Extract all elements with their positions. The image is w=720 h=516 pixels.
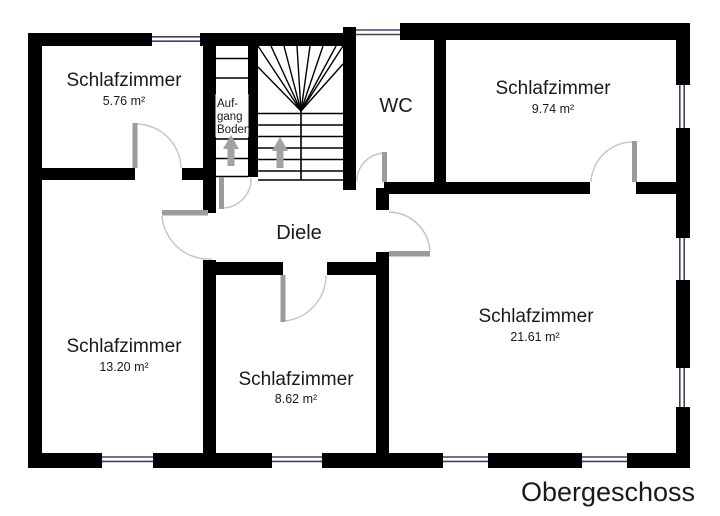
wall-hall-bottom-right	[327, 262, 389, 275]
room-area: 13.20 m²	[99, 360, 148, 374]
wall-wc-bedroom2	[434, 33, 446, 185]
wall-bedroom1-bottom-right	[182, 168, 203, 180]
wall-stair-wc	[343, 27, 356, 190]
room-labels: Schlafzimmer 5.76 m² Schlafzimmer 9.74 m…	[66, 70, 611, 406]
door-wc	[356, 152, 387, 182]
room-area: 5.76 m²	[103, 94, 145, 108]
door-swing-arc	[135, 123, 182, 169]
door-swing-arc	[283, 275, 327, 322]
door-bedroom3	[161, 210, 213, 260]
hallway-label: Diele	[276, 222, 322, 244]
wall-bedroom1-bottom-left	[42, 168, 135, 180]
window	[443, 453, 488, 468]
room-area: 8.62 m²	[275, 392, 317, 406]
door-leaf	[389, 251, 430, 257]
door-leaf	[382, 152, 387, 182]
room-label: Schlafzimmer	[238, 369, 354, 390]
door-leaf	[219, 177, 224, 209]
main-stair	[257, 45, 344, 181]
wall-outer-left	[28, 33, 42, 468]
door-swing-arc	[590, 141, 635, 183]
door-leaf	[162, 210, 208, 216]
window	[676, 85, 690, 128]
door-leaf	[132, 123, 138, 168]
room-area: 21.61 m²	[510, 330, 559, 344]
window	[582, 453, 627, 468]
doors	[132, 123, 637, 322]
stair-winder-fan	[257, 45, 344, 112]
room-label: Schlafzimmer	[495, 78, 611, 99]
wall-hall-bottom-left	[216, 262, 283, 275]
window	[152, 33, 200, 46]
wall-hall-top-right	[636, 182, 676, 194]
room-label: Schlafzimmer	[66, 70, 182, 91]
window	[676, 238, 690, 280]
door-stairs	[219, 177, 252, 209]
door-leaf	[280, 275, 286, 322]
floor-title: Obergeschoss	[521, 477, 695, 507]
door-bedroom4	[280, 275, 327, 322]
windows	[102, 24, 690, 468]
door-swing-arc	[221, 177, 252, 209]
wall-hall-top-left	[384, 182, 590, 194]
attic-stair-label-line3: Boden	[217, 124, 250, 136]
attic-stair-label-line2: gang	[217, 111, 243, 123]
door-bedroom2	[590, 141, 637, 183]
window	[676, 368, 690, 407]
window	[356, 24, 400, 39]
door-leaf	[632, 141, 637, 182]
attic-stair: Auf- gang Boden	[215, 57, 250, 178]
attic-stair-label-line1: Auf-	[217, 98, 238, 110]
window	[102, 453, 153, 468]
wall-hall-bedroom5-stub	[376, 188, 389, 210]
door-bedroom5	[388, 211, 431, 257]
room-label: Schlafzimmer	[66, 336, 182, 357]
door-swing-arc	[356, 152, 385, 182]
wall-outer-top-right	[400, 23, 690, 40]
window	[272, 453, 322, 468]
up-arrow-icon	[223, 135, 239, 166]
wall-outer-bottom	[28, 453, 690, 468]
room-area: 9.74 m²	[532, 102, 574, 116]
wall-bedroom1-stair	[203, 46, 216, 213]
door-bedroom1	[132, 123, 182, 169]
up-arrow-icon	[272, 137, 288, 168]
stair-label-background	[215, 94, 249, 137]
door-swing-arc	[388, 211, 431, 252]
wall-bedroom3-bedroom4	[203, 260, 216, 455]
door-swing-arc	[161, 215, 213, 260]
room-label: Schlafzimmer	[478, 306, 594, 327]
wall-stair-middle	[248, 46, 258, 177]
wall-bedroom4-bedroom5	[376, 252, 389, 455]
wc-label: WC	[379, 95, 412, 117]
